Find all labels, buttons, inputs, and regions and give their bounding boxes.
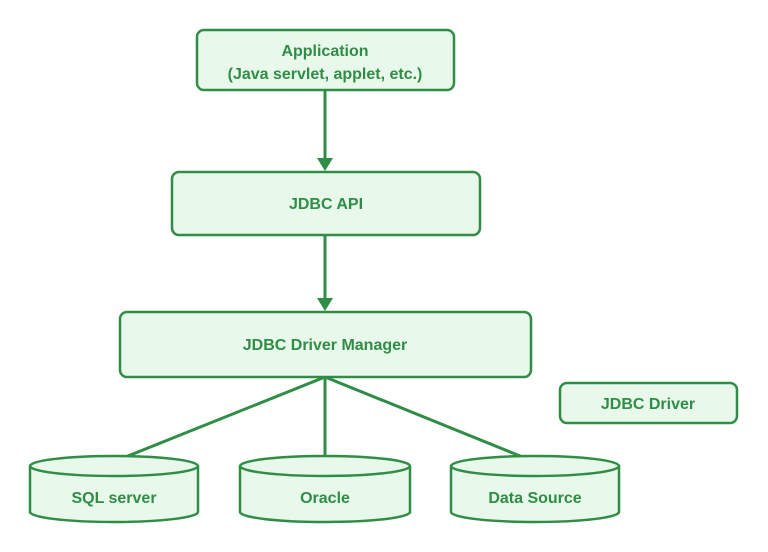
driver-manager-label: JDBC Driver Manager [243,337,408,354]
jdbc-driver-box [558,381,739,425]
jdbc-api-box [170,170,482,237]
arrowhead-manager [317,298,333,311]
jdbc-driver-label: JDBC Driver [601,396,695,413]
cylinder-body-data-source [449,466,621,524]
jdbc-driver-node: JDBC Driver [558,381,739,425]
cylinder-top-data-source [449,454,621,478]
jdbc-api-label: JDBC API [289,196,363,213]
cylinder-top-oracle [238,454,412,478]
driver-manager-box [118,310,533,379]
application-subtitle: (Java servlet, applet, etc.) [228,66,423,83]
cylinder-top-sql-server [28,454,200,478]
database-oracle: Oracle [238,454,412,524]
cylinder-body-sql-server [28,466,200,524]
application-node: Application (Java servlet, applet, etc.) [195,28,456,92]
jdbc-api-node: JDBC API [170,170,482,237]
application-box [195,28,456,92]
database-sql-server: SQL server [28,454,200,524]
oracle-label: Oracle [300,490,350,507]
cylinder-body-oracle [238,466,412,524]
connectors [112,90,536,464]
driver-manager-node: JDBC Driver Manager [118,310,533,379]
application-title: Application [281,43,368,60]
database-data-source: Data Source [449,454,621,524]
data-source-label: Data Source [488,490,581,507]
line-manager-to-sql-server [112,375,326,464]
sql-server-label: SQL server [71,490,156,507]
arrowhead-api [317,158,333,171]
line-manager-to-data-source [324,375,536,464]
